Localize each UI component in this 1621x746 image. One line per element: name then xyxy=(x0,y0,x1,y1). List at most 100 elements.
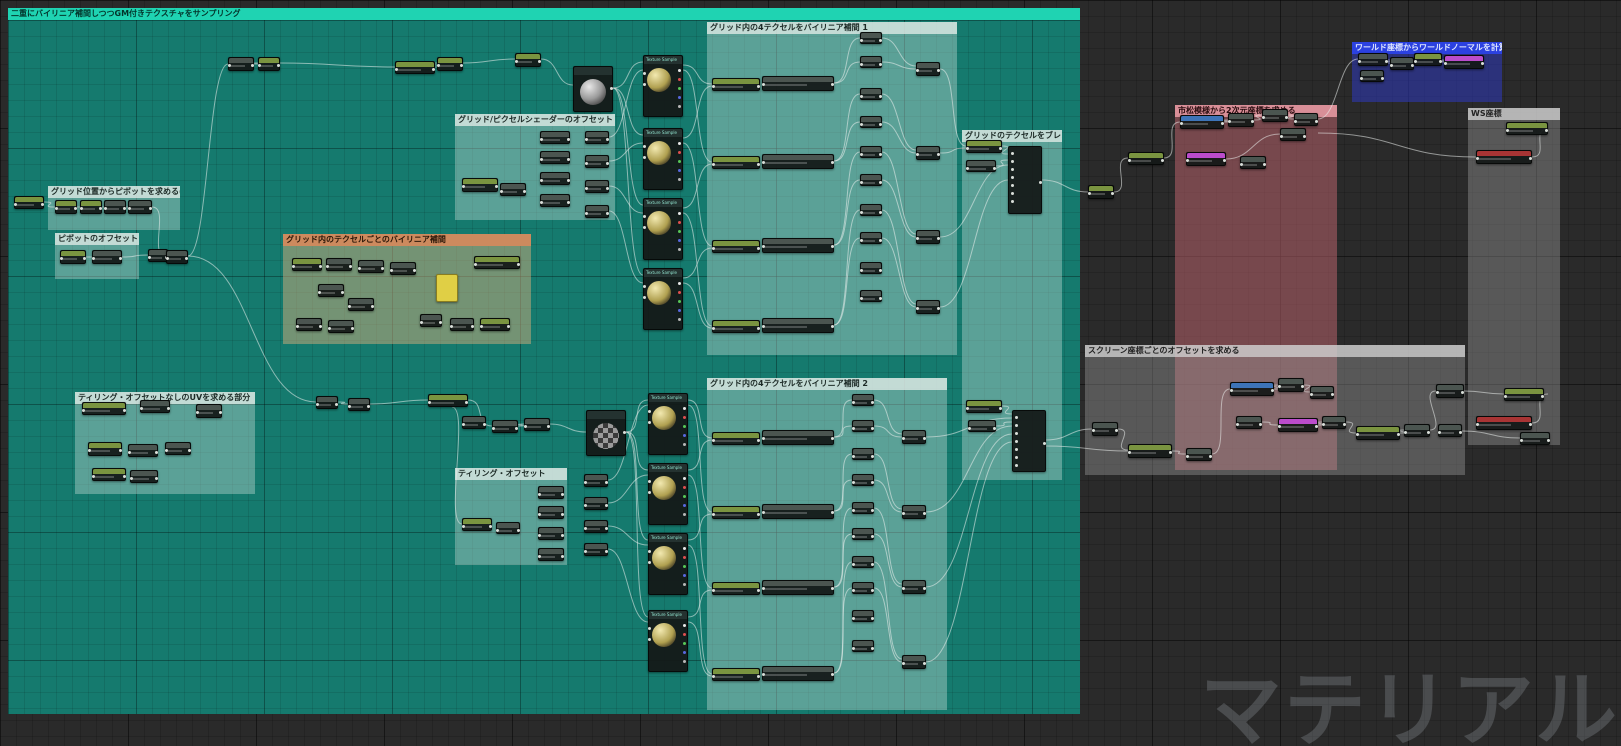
input-pin[interactable] xyxy=(852,455,855,458)
input-pin[interactable] xyxy=(1356,433,1359,436)
input-pin[interactable] xyxy=(1360,77,1363,80)
input-pin[interactable] xyxy=(538,534,541,537)
output-pin[interactable] xyxy=(1303,135,1306,138)
graph-node[interactable] xyxy=(450,318,474,331)
graph-node[interactable] xyxy=(1504,388,1544,401)
output-pin[interactable] xyxy=(185,257,188,260)
input-pin[interactable] xyxy=(540,179,543,182)
input-pin[interactable] xyxy=(1011,192,1014,195)
output-pin[interactable] xyxy=(1331,393,1334,396)
graph-node[interactable] xyxy=(480,318,510,331)
input-pin[interactable] xyxy=(258,64,261,67)
output-pin[interactable] xyxy=(871,481,874,484)
input-pin[interactable] xyxy=(328,327,331,330)
multi-input-node[interactable] xyxy=(1008,146,1042,214)
output-pin[interactable] xyxy=(489,525,492,528)
graph-node[interactable] xyxy=(474,256,520,269)
graph-node[interactable] xyxy=(428,394,468,407)
input-pin[interactable] xyxy=(166,257,169,260)
output-pin[interactable] xyxy=(1397,433,1400,436)
output-pin[interactable] xyxy=(219,411,222,414)
input-pin[interactable] xyxy=(128,207,131,210)
graph-node[interactable] xyxy=(916,300,940,314)
input-pin[interactable] xyxy=(462,423,465,426)
graph-node[interactable] xyxy=(165,442,191,455)
output-pin[interactable] xyxy=(1427,431,1430,434)
graph-node[interactable] xyxy=(712,432,760,445)
output-pin[interactable] xyxy=(605,527,608,530)
output-pin[interactable] xyxy=(381,267,384,270)
graph-node[interactable] xyxy=(348,398,370,411)
graph-node[interactable] xyxy=(1404,424,1430,437)
input-pin[interactable] xyxy=(860,297,863,300)
output-pin[interactable] xyxy=(561,534,564,537)
comment-title[interactable]: グリッド/ピクセルシェーダーのオフセット xyxy=(455,114,615,126)
input-pin[interactable] xyxy=(852,647,855,650)
input-pin[interactable] xyxy=(1438,431,1441,434)
input-pin[interactable] xyxy=(1011,168,1014,171)
input-pin[interactable] xyxy=(1015,456,1018,459)
input-pin[interactable] xyxy=(1088,192,1091,195)
comment-title[interactable]: グリッド内のテクセルごとのバイリニア補間 xyxy=(283,234,531,246)
output-pin[interactable] xyxy=(757,85,760,88)
input-pin[interactable] xyxy=(462,525,465,528)
graph-node[interactable] xyxy=(1180,115,1224,129)
input-pin[interactable] xyxy=(762,245,765,248)
output-pin[interactable] xyxy=(678,87,681,90)
output-pin[interactable] xyxy=(1385,60,1388,63)
input-pin[interactable] xyxy=(1015,432,1018,435)
input-pin[interactable] xyxy=(852,509,855,512)
output-pin[interactable] xyxy=(678,212,681,215)
output-pin[interactable] xyxy=(879,239,882,242)
output-pin[interactable] xyxy=(683,495,686,498)
input-pin[interactable] xyxy=(648,480,651,483)
input-pin[interactable] xyxy=(462,185,465,188)
comment-title[interactable]: スクリーン座標ごとのオフセットを求める xyxy=(1085,345,1465,357)
graph-node[interactable] xyxy=(1356,426,1400,440)
input-pin[interactable] xyxy=(1404,431,1407,434)
output-pin[interactable] xyxy=(879,63,882,66)
output-pin[interactable] xyxy=(683,556,686,559)
output-pin[interactable] xyxy=(683,583,686,586)
input-pin[interactable] xyxy=(712,513,715,516)
output-pin[interactable] xyxy=(683,477,686,480)
graph-node[interactable] xyxy=(228,57,254,71)
output-pin[interactable] xyxy=(99,207,102,210)
input-pin[interactable] xyxy=(860,123,863,126)
input-pin[interactable] xyxy=(648,561,651,564)
input-pin[interactable] xyxy=(1092,429,1095,432)
graph-node[interactable] xyxy=(1088,185,1114,199)
input-pin[interactable] xyxy=(648,638,651,641)
output-pin[interactable] xyxy=(757,439,760,442)
input-pin[interactable] xyxy=(165,449,168,452)
graph-node[interactable] xyxy=(860,88,882,100)
input-pin[interactable] xyxy=(540,201,543,204)
output-pin[interactable] xyxy=(538,60,541,63)
output-pin[interactable] xyxy=(879,181,882,184)
input-pin[interactable] xyxy=(648,421,651,424)
input-pin[interactable] xyxy=(92,257,95,260)
graph-node[interactable] xyxy=(462,518,492,531)
output-pin[interactable] xyxy=(937,69,940,72)
output-pin[interactable] xyxy=(683,574,686,577)
input-pin[interactable] xyxy=(540,138,543,141)
output-pin[interactable] xyxy=(1547,439,1550,442)
output-pin[interactable] xyxy=(495,185,498,188)
input-pin[interactable] xyxy=(55,207,58,210)
output-pin[interactable] xyxy=(1315,120,1318,123)
input-pin[interactable] xyxy=(228,64,231,67)
graph-node[interactable] xyxy=(860,262,882,274)
input-pin[interactable] xyxy=(515,60,518,63)
graph-node[interactable] xyxy=(1186,152,1226,166)
graph-node[interactable] xyxy=(328,320,354,333)
output-pin[interactable] xyxy=(871,647,874,650)
output-pin[interactable] xyxy=(1169,451,1172,454)
output-pin[interactable] xyxy=(1541,395,1544,398)
input-pin[interactable] xyxy=(1011,160,1014,163)
output-pin[interactable] xyxy=(277,64,280,67)
texture-sample-node[interactable]: Texture Sample xyxy=(643,268,683,330)
graph-node[interactable] xyxy=(762,504,834,519)
graph-node[interactable] xyxy=(128,200,152,214)
output-pin[interactable] xyxy=(871,535,874,538)
